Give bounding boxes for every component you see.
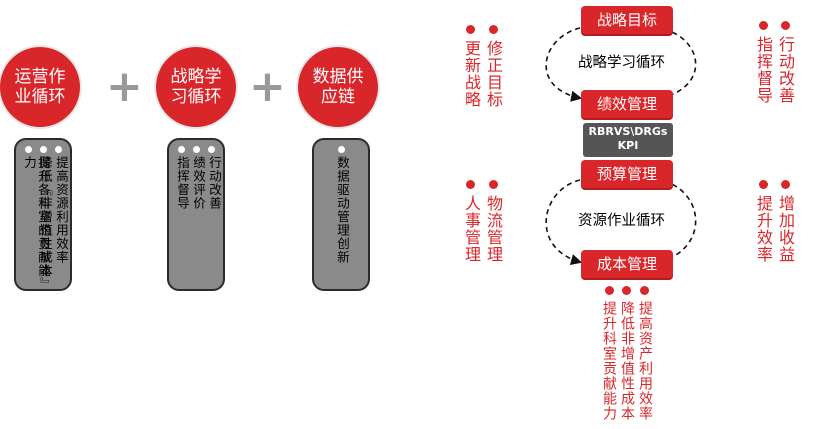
kpi-box: RBRVS\DRGs KPI	[583, 123, 673, 157]
red-bullet	[781, 21, 790, 30]
bullet-dot	[337, 146, 345, 153]
capsule-operations: 提高资源利用效率 降低『非增值性成本』 提升各科室的贡献能力	[14, 138, 72, 291]
red-bullet	[466, 25, 475, 34]
loop-label-strategy: 战略学习循环	[578, 55, 665, 71]
cycle-arrows	[545, 24, 697, 265]
label-raise-dept-contribution: 提升科室贡献能力	[601, 301, 617, 421]
circle-strategy-learning-cycle: 战略学习循环	[156, 47, 236, 127]
label-raise-asset-utilization: 提高资产利用效率	[637, 301, 653, 421]
red-bullet	[489, 180, 498, 189]
circle-operations-cycle: 运营作业循环	[0, 47, 80, 127]
plus-sign: +	[106, 61, 143, 112]
red-bullet	[605, 286, 614, 295]
label-improve-efficiency: 提升效率	[754, 195, 773, 263]
box-strategy-goal: 战略目标	[581, 6, 673, 34]
capsule-text: 提升各科室的贡献能力	[22, 156, 51, 278]
label-command-supervise: 指挥督导	[754, 36, 773, 104]
capsule-text: 提高资源利用效率	[54, 156, 69, 264]
label-reduce-non-value-cost: 降低非增值性成本	[619, 301, 635, 421]
loop-arrow-left	[545, 27, 583, 102]
red-bullet	[489, 25, 498, 34]
red-bullet	[466, 180, 475, 189]
circle-label: 战略学习循环	[170, 67, 222, 107]
bullet-dots	[16, 146, 70, 153]
box-cost: 成本管理	[581, 250, 673, 278]
capsule-text: 绩效评价	[191, 156, 206, 210]
label-logistics: 物流管理	[484, 195, 503, 263]
label-update-strategy: 更新战略	[462, 40, 481, 108]
red-bullet	[781, 180, 790, 189]
capsule-strategy: 行动改善 绩效评价 指挥督导	[167, 138, 225, 291]
red-bullet	[640, 286, 649, 295]
kpi-line-1: RBRVS\DRGs	[588, 125, 668, 138]
box-budget: 预算管理	[581, 160, 673, 188]
label-correct-goals: 修正目标	[484, 40, 503, 108]
capsule-text: 降低『非增值性成本』	[38, 156, 53, 291]
loop-arrow-right	[657, 24, 697, 99]
bullet-dot	[192, 146, 200, 153]
red-bullet	[759, 21, 768, 30]
circle-label: 运营作业循环	[14, 67, 66, 107]
label-increase-revenue: 增加收益	[776, 195, 795, 263]
circle-data-supply-chain: 数据供应链	[298, 47, 378, 127]
bullet-dot	[207, 146, 215, 153]
bullet-dot	[54, 146, 62, 153]
red-bullet	[622, 286, 631, 295]
bullet-dot	[24, 146, 32, 153]
label-personnel: 人事管理	[462, 195, 481, 263]
kpi-line-2: KPI	[617, 139, 639, 152]
plus-sign: +	[249, 61, 286, 112]
loop-arrow-left	[545, 179, 583, 265]
capsule-data: 数据驱动管理创新	[312, 138, 370, 291]
bullet-dot	[39, 146, 47, 153]
loop-label-resource: 资源作业循环	[578, 213, 665, 229]
label-action-improve: 行动改善	[776, 36, 795, 104]
capsule-text: 指挥督导	[175, 156, 190, 210]
bullet-dot	[177, 146, 185, 153]
capsule-text: 数据驱动管理创新	[335, 156, 350, 264]
red-bullet	[759, 180, 768, 189]
box-performance: 绩效管理	[581, 90, 673, 118]
loop-arrow-right	[657, 176, 697, 263]
bullet-dots	[314, 146, 368, 153]
circle-label: 数据供应链	[312, 67, 364, 107]
bullet-dots	[169, 146, 223, 153]
capsule-text: 行动改善	[207, 156, 222, 210]
